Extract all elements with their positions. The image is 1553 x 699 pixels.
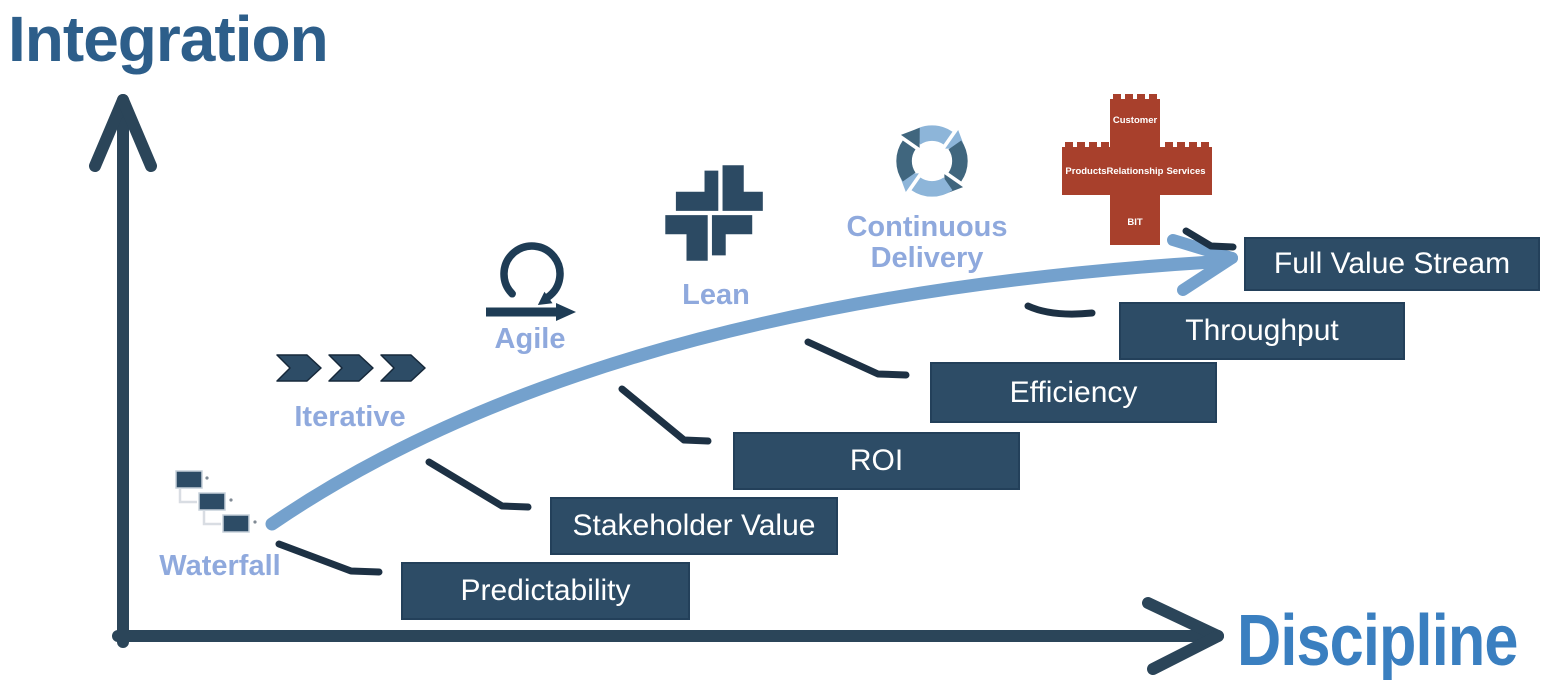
connector-line xyxy=(618,385,712,445)
stage-label-waterfall: Waterfall xyxy=(159,550,281,582)
cross-label-customer: Customer xyxy=(1113,115,1158,126)
connector-line xyxy=(804,338,910,379)
cross-label-products: Products xyxy=(1065,166,1106,177)
benefit-box-throughput: Throughput xyxy=(1119,302,1405,360)
benefit-box-efficiency: Efficiency xyxy=(930,362,1217,423)
stage-label-continuous-delivery: Continuous Delivery xyxy=(846,211,1008,275)
benefit-box-stakeholder-value: Stakeholder Value xyxy=(550,497,838,555)
y-axis-arrow xyxy=(89,94,157,648)
stage-label-agile: Agile xyxy=(494,323,566,355)
connector-line xyxy=(1024,302,1096,318)
lean-cross-blocks-icon xyxy=(665,165,763,261)
connector-line xyxy=(425,458,532,511)
cross-label-services: Services xyxy=(1166,166,1205,177)
iterative-chevrons-icon xyxy=(276,354,426,382)
cross-label-bit: BIT xyxy=(1127,217,1143,228)
bit-relationship-cross-icon: Customer Products Relationship Services … xyxy=(1062,94,1212,245)
benefit-box-full-value-stream: Full Value Stream xyxy=(1244,237,1540,291)
connector-line xyxy=(275,540,383,576)
benefit-connectors xyxy=(275,227,1237,576)
waterfall-cascade-icon xyxy=(175,470,257,533)
benefit-box-predictability: Predictability xyxy=(401,562,690,620)
stage-label-lean: Lean xyxy=(682,279,750,311)
cross-label-relationship: Relationship xyxy=(1106,166,1163,177)
stage-label-iterative: Iterative xyxy=(294,401,406,433)
y-axis-title: Integration xyxy=(8,3,329,75)
connector-line xyxy=(1182,227,1237,251)
maturity-curve xyxy=(265,234,1238,531)
x-axis-arrow xyxy=(112,597,1224,675)
x-axis-title: Discipline xyxy=(1237,601,1518,681)
agile-loop-arrow-icon xyxy=(486,242,576,321)
benefit-box-roi: ROI xyxy=(733,432,1020,490)
continuous-delivery-cycle-icon xyxy=(896,125,968,197)
